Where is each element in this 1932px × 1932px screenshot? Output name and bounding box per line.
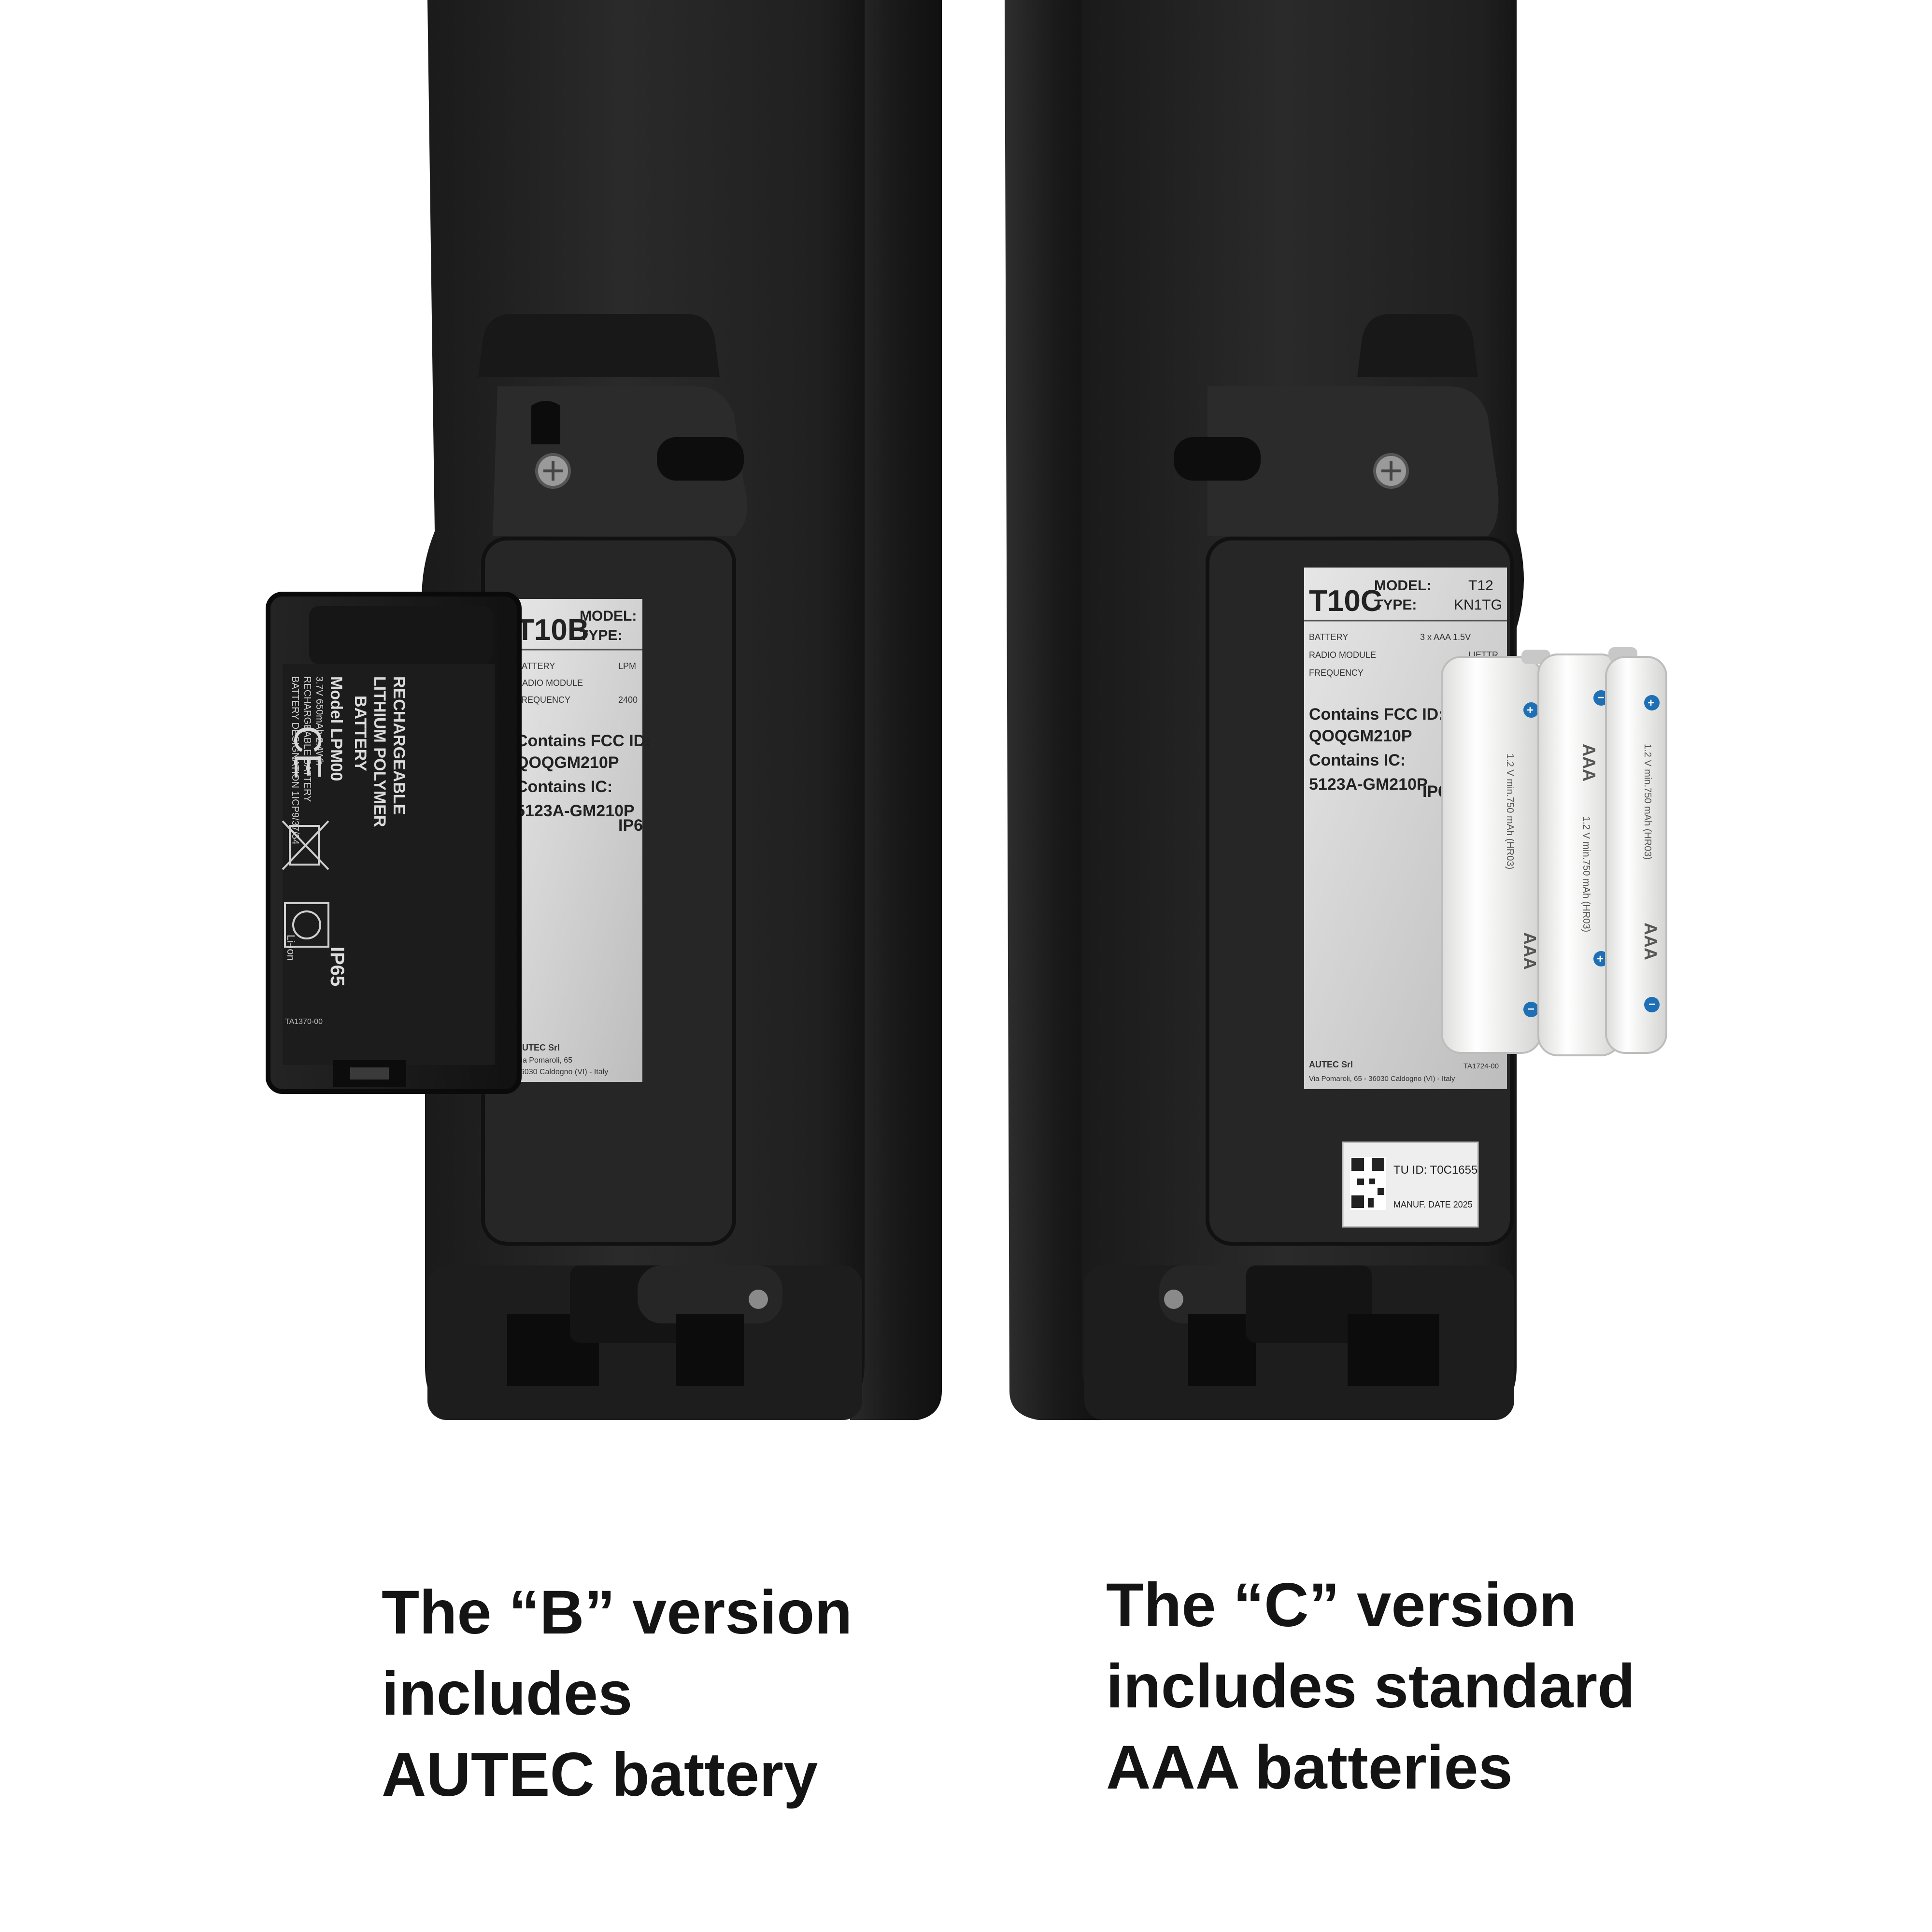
- svg-text:TU ID: T0C1655: TU ID: T0C1655: [1393, 1164, 1477, 1177]
- svg-text:FREQUENCY: FREQUENCY: [516, 695, 570, 705]
- svg-text:MANUF. DATE 2025: MANUF. DATE 2025: [1393, 1200, 1473, 1209]
- caption-b-line-1: The “B” version: [382, 1578, 852, 1647]
- remote-c-id-sticker: TU ID: T0C1655 MANUF. DATE 2025: [1342, 1141, 1479, 1228]
- svg-text:+: +: [1597, 952, 1604, 966]
- svg-text:TA1724-00: TA1724-00: [1463, 1062, 1499, 1070]
- aaa-battery-3: + − 1.2 V min.750 mAh (HR03) AAA: [1605, 647, 1667, 1054]
- remote-c: T10C MODEL: TYPE: T12 KN1TG BATTERY RADI…: [1005, 0, 1524, 1420]
- caption-b-line-3: AUTEC battery: [382, 1740, 818, 1809]
- remote-c-side: [1005, 0, 1106, 1420]
- svg-text:QOQGM210P: QOQGM210P: [516, 753, 619, 772]
- svg-text:AAA: AAA: [1641, 923, 1661, 960]
- caption-c-line-3: AAA batteries: [1106, 1733, 1513, 1802]
- aaa-battery-1: + − 1.2 V min.750 mAh (HR03) AAA: [1441, 656, 1542, 1054]
- svg-text:BATTERY: BATTERY: [351, 696, 369, 771]
- qr-code-icon: [1350, 1157, 1386, 1210]
- svg-text:3 x AAA 1.5V: 3 x AAA 1.5V: [1420, 632, 1471, 642]
- remote-b-label: T10B MODEL: TYPE: BATTERY RADIO MODULE F…: [512, 599, 651, 1082]
- svg-text:Contains FCC ID:: Contains FCC ID:: [1309, 705, 1444, 724]
- recycle-icon: [284, 902, 329, 948]
- svg-text:+: +: [1527, 704, 1534, 717]
- svg-text:RECHARGEABLE: RECHARGEABLE: [390, 676, 408, 815]
- svg-text:RADIO MODULE: RADIO MODULE: [516, 678, 583, 688]
- svg-text:1.2 V min.750 mAh (HR03): 1.2 V min.750 mAh (HR03): [1642, 744, 1653, 860]
- svg-text:TYPE:: TYPE:: [580, 627, 622, 643]
- svg-text:LITHIUM POLYMER: LITHIUM POLYMER: [370, 676, 389, 827]
- caption-c-version: The “C” version includes standard AAA ba…: [1106, 1565, 1635, 1808]
- svg-text:AUTEC Srl: AUTEC Srl: [516, 1043, 560, 1052]
- svg-text:1.2 V min.750 mAh (HR03): 1.2 V min.750 mAh (HR03): [1581, 816, 1591, 932]
- svg-text:Via Pomaroli, 65: Via Pomaroli, 65: [516, 1056, 572, 1065]
- svg-text:1.2 V min.750 mAh (HR03): 1.2 V min.750 mAh (HR03): [1505, 753, 1515, 869]
- svg-text:IP65: IP65: [327, 947, 348, 986]
- caption-b-line-2: includes: [382, 1659, 633, 1728]
- svg-text:Contains FCC ID:: Contains FCC ID:: [516, 732, 651, 750]
- svg-text:BATTERY DESIGNATION 1ICP9/37/5: BATTERY DESIGNATION 1ICP9/37/54: [290, 676, 300, 845]
- remote-b: T10B MODEL: TYPE: BATTERY RADIO MODULE F…: [422, 0, 942, 1420]
- svg-text:MODEL:: MODEL:: [580, 608, 637, 624]
- svg-text:AAA: AAA: [1520, 932, 1540, 970]
- caption-c-line-1: The “C” version: [1106, 1571, 1577, 1640]
- svg-text:RADIO MODULE: RADIO MODULE: [1309, 650, 1376, 660]
- svg-text:BATTERY: BATTERY: [516, 661, 555, 671]
- aaa-battery-set: + − 1.2 V min.750 mAh (HR03) AAA − + AAA…: [1441, 647, 1667, 1056]
- crossed-bin-icon: [282, 820, 329, 870]
- svg-text:RECHARGEABLE BATTERY: RECHARGEABLE BATTERY: [302, 676, 313, 802]
- svg-text:Li-ion: Li-ion: [285, 935, 297, 961]
- svg-text:BATTERY: BATTERY: [1309, 632, 1348, 642]
- svg-text:MODEL:: MODEL:: [1374, 578, 1431, 594]
- svg-text:IP6: IP6: [618, 816, 643, 835]
- remote-b-id-label: T10B: [516, 613, 589, 647]
- remote-c-clip: [1208, 386, 1499, 536]
- caption-c-line-2: includes standard: [1106, 1652, 1635, 1721]
- ce-mark: CE: [286, 725, 329, 779]
- svg-text:−: −: [1648, 998, 1655, 1011]
- svg-text:Contains IC:: Contains IC:: [1309, 751, 1406, 769]
- svg-text:AUTEC Srl: AUTEC Srl: [1309, 1060, 1353, 1069]
- svg-text:QOQGM210P: QOQGM210P: [1309, 727, 1412, 745]
- svg-text:LPM: LPM: [618, 661, 636, 671]
- svg-text:Model LPM00: Model LPM00: [327, 676, 345, 781]
- remote-c-id-label: T10C: [1309, 584, 1382, 618]
- lithium-battery-pack: RECHARGEABLE LITHIUM POLYMER BATTERY Mod…: [266, 592, 522, 1094]
- svg-text:TYPE:: TYPE:: [1374, 597, 1417, 613]
- svg-text:−: −: [1598, 691, 1605, 704]
- caption-b-version: The “B” version includes AUTEC battery: [382, 1572, 852, 1816]
- svg-text:T12: T12: [1468, 578, 1493, 594]
- svg-text:Via Pomaroli, 65 - 36030 Caldo: Via Pomaroli, 65 - 36030 Caldogno (VI) -…: [1309, 1075, 1455, 1083]
- svg-text:TA1370-00: TA1370-00: [285, 1018, 323, 1026]
- svg-text:36030 Caldogno (VI) - Italy: 36030 Caldogno (VI) - Italy: [516, 1068, 608, 1076]
- svg-text:FREQUENCY: FREQUENCY: [1309, 668, 1364, 678]
- svg-text:−: −: [1528, 1003, 1534, 1016]
- svg-text:5123A-GM210P: 5123A-GM210P: [516, 802, 635, 820]
- svg-text:5123A-GM210P: 5123A-GM210P: [1309, 775, 1428, 794]
- svg-text:AAA: AAA: [1579, 744, 1599, 781]
- svg-text:+: +: [1648, 696, 1654, 710]
- svg-text:Contains IC:: Contains IC:: [516, 778, 612, 796]
- svg-text:KN1TG: KN1TG: [1454, 597, 1502, 613]
- svg-text:2400: 2400: [618, 695, 638, 705]
- svg-text:3.7V 650mAh 2.4Wh: 3.7V 650mAh 2.4Wh: [314, 676, 325, 766]
- remote-b-side: [840, 0, 942, 1420]
- remote-c-label: T10C MODEL: TYPE: T12 KN1TG BATTERY RADI…: [1304, 568, 1507, 1089]
